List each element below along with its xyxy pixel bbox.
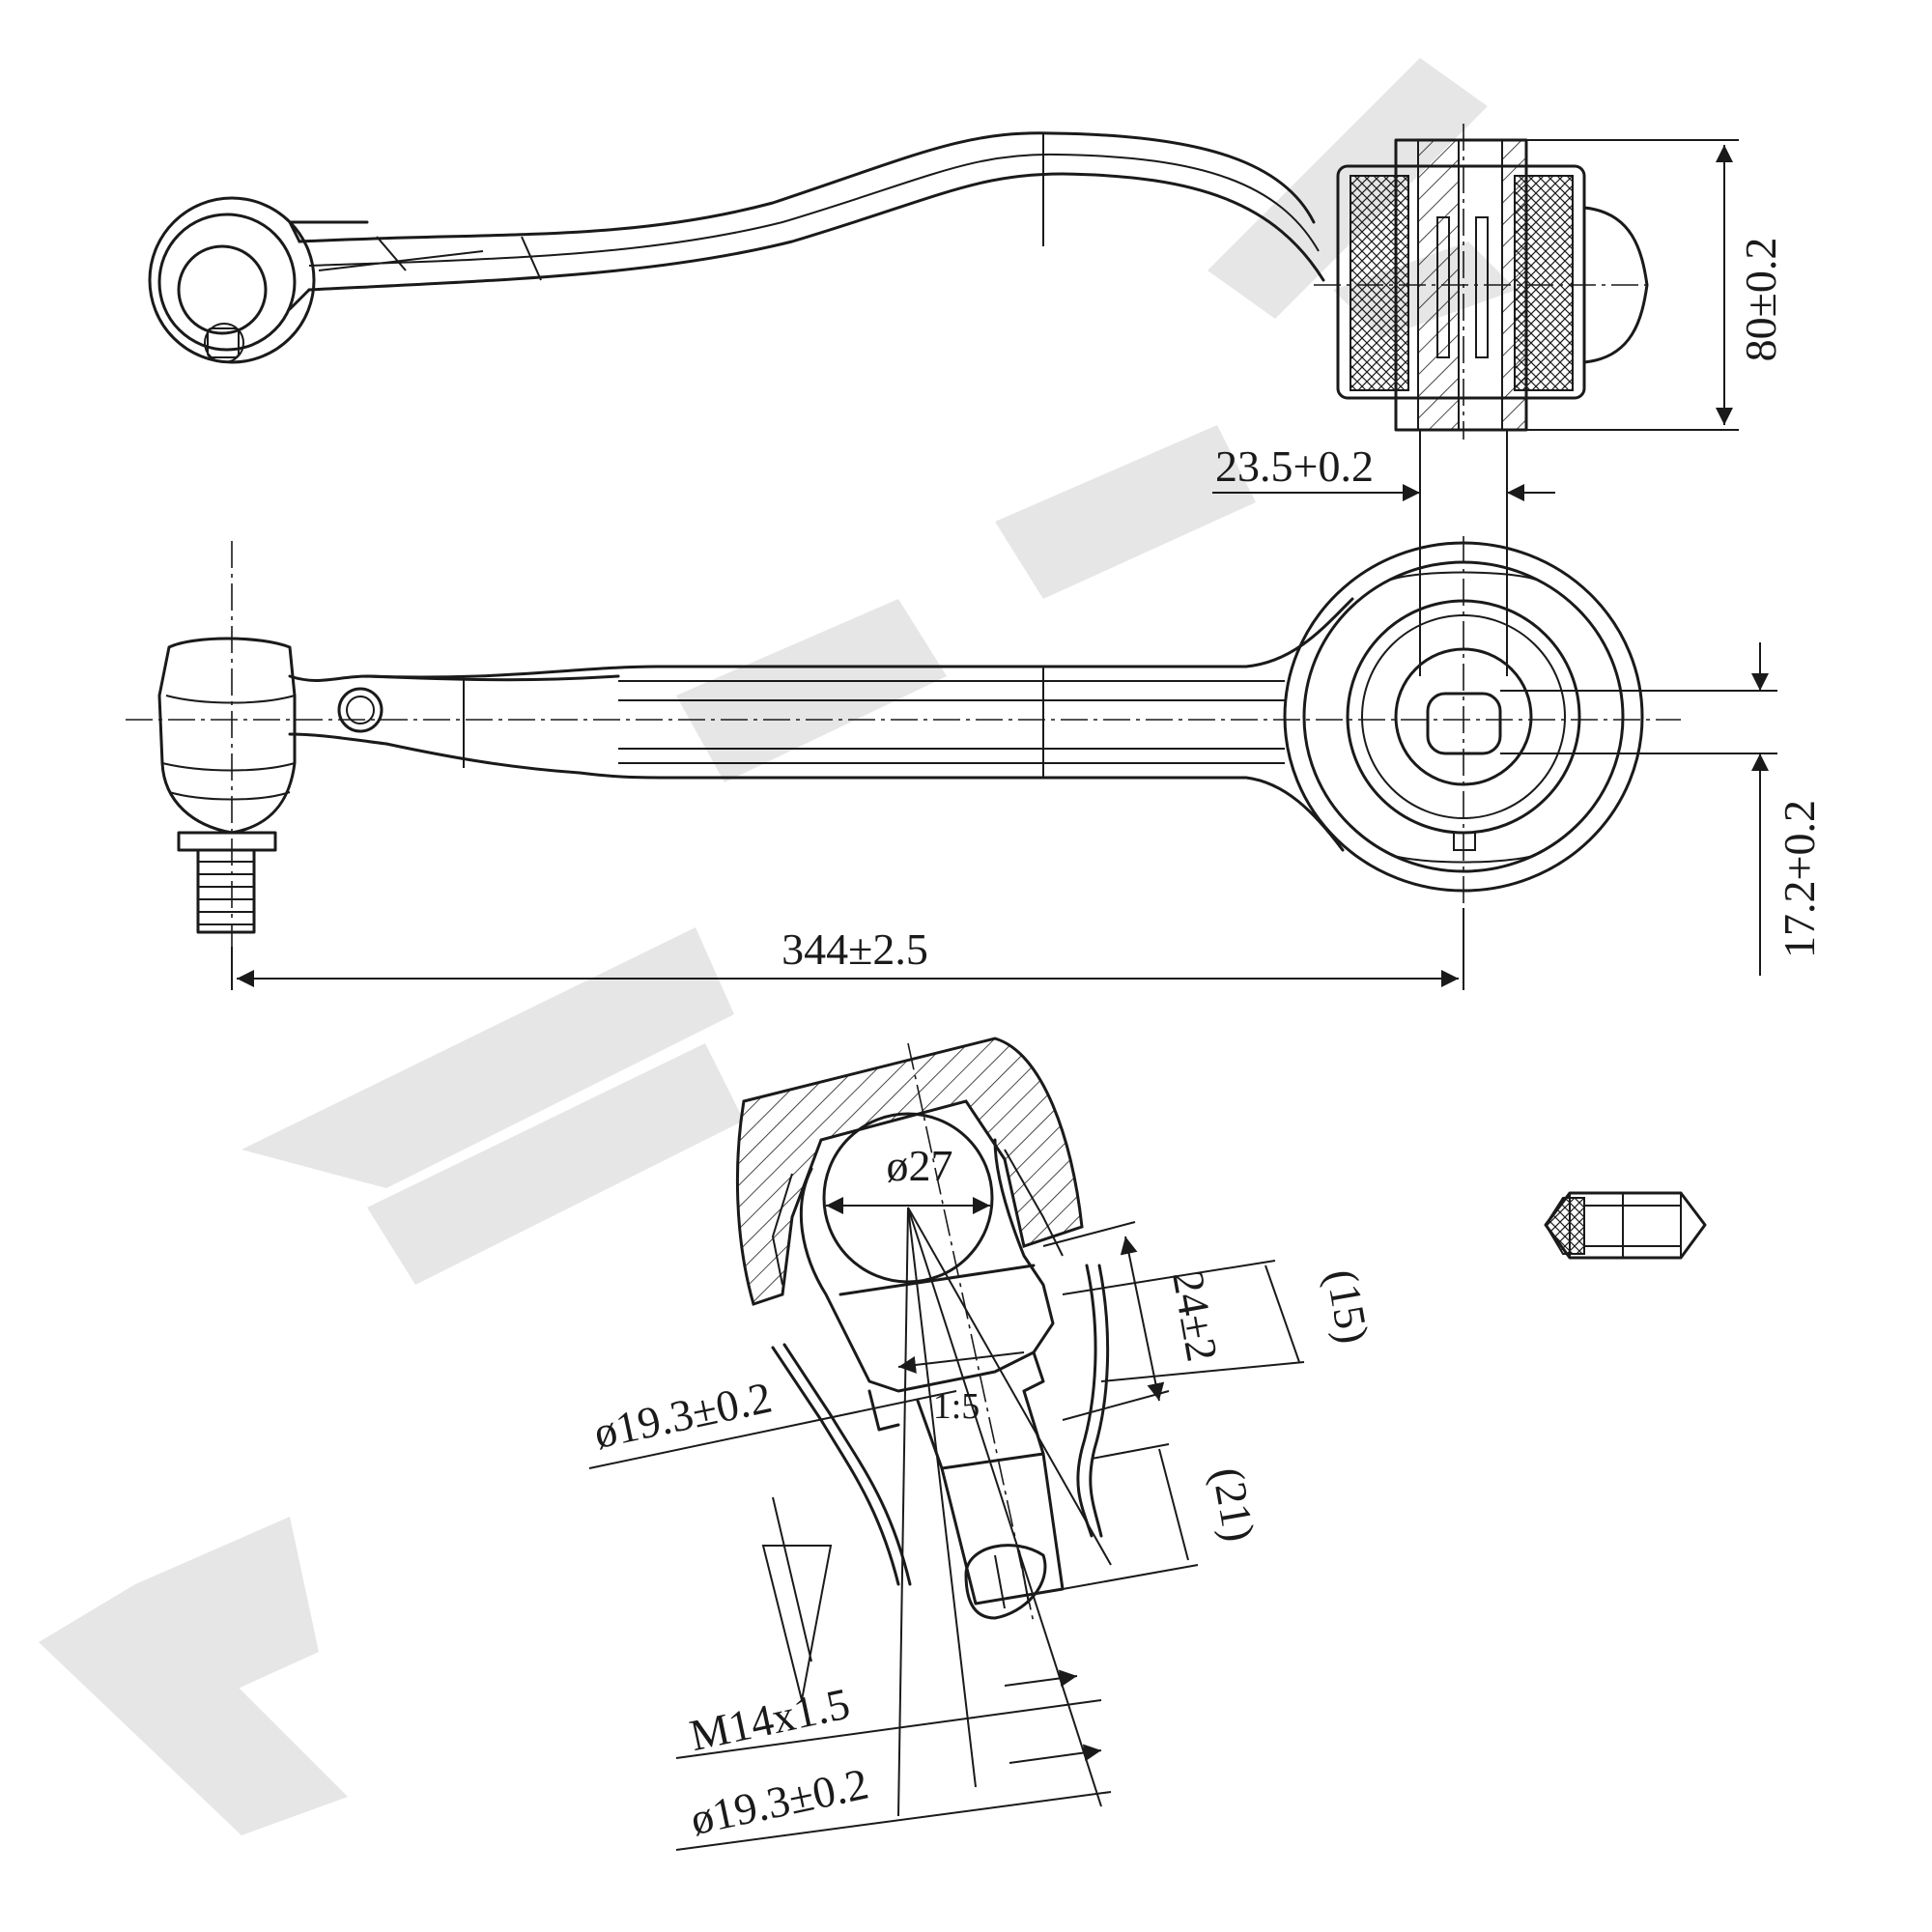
threaded-stud [196, 848, 256, 934]
dimension-bushing-offset-label: 23.5+0.2 [1215, 441, 1374, 491]
dimension-length-label: 344±2.5 [781, 924, 928, 974]
ball-stud-ball [822, 1112, 994, 1284]
ball-joint-housing [148, 196, 316, 364]
dimension-height-label: 80±0.2 [1736, 238, 1785, 362]
housing-section [735, 1037, 1084, 1306]
bushing-rubber-left [1350, 175, 1409, 391]
ball-seat [799, 1138, 1055, 1393]
dimension-bushing-offset: 23.5+0.2 [1212, 430, 1555, 676]
dimension-length: 344±2.5 [231, 908, 1464, 990]
thread-label: M14x1.5 [686, 1678, 854, 1760]
ball-joint-section-detail [735, 1037, 1112, 1817]
taper-diameter-bottom-label: ø19.3±0.2 [686, 1759, 872, 1845]
tapered-shank [916, 1389, 1045, 1470]
dimension-center-offset-label: 17.2+0.2 [1775, 800, 1824, 958]
ref-15-label: (15) [1317, 1265, 1378, 1347]
plan-view-control-arm [126, 536, 1681, 947]
dimension-height: 80±0.2 [1526, 139, 1785, 431]
detail-dimensions: ø27 24±2 (15) (21) ø19.3±0.2 1:5 M14x1.5… [588, 1141, 1378, 1851]
dimension-center-offset: 17.2+0.2 [1500, 642, 1824, 976]
ball-joint-stud [177, 244, 268, 335]
top-view-control-arm [148, 124, 1652, 440]
taper-ratio-label: 1:5 [933, 1386, 980, 1427]
watermark-logo [39, 58, 1517, 1835]
lock-nut [1544, 1191, 1707, 1260]
ball-diameter-label: ø27 [887, 1141, 953, 1190]
taper-diameter-top-label: ø19.3±0.2 [589, 1373, 776, 1459]
ball-joint-body [157, 637, 297, 835]
hex-socket [964, 1544, 1047, 1620]
height-range-label: 24±2 [1163, 1266, 1228, 1365]
ref-21-label: (21) [1203, 1463, 1264, 1545]
dust-boot-left [771, 1346, 900, 1586]
dust-boot-right [1076, 1264, 1097, 1538]
